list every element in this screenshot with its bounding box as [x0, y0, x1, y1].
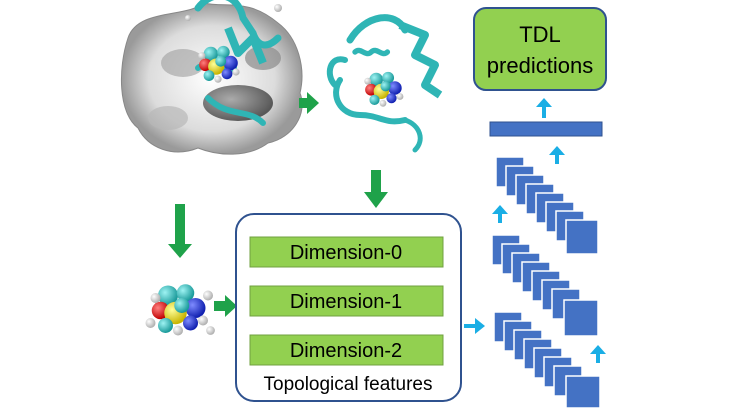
neural-network-icon: [489, 121, 603, 409]
dimension-0-box: [249, 236, 444, 268]
dimension-1-box: [249, 285, 444, 317]
arrow-middle-stack-to-top: [492, 205, 508, 223]
arrow-top-stack-to-fc: [549, 146, 565, 164]
arrow-complex-to-ribbon: [299, 92, 319, 114]
conv-stack-bottom: [493, 311, 601, 409]
dimension-0-label: Dimension-0: [290, 242, 402, 264]
protein-complex-icon: [121, 0, 303, 155]
fully-connected-layer: [489, 121, 603, 137]
arrow-fc-to-predictions: [536, 98, 552, 118]
arrow-ligand-to-features: [214, 295, 237, 317]
dimension-2-label: Dimension-2: [290, 340, 402, 362]
tdl-subtitle: predictions: [487, 53, 593, 78]
arrow-ribbon-to-features: [364, 170, 388, 208]
ligand-icon: [145, 284, 215, 336]
conv-stack-top: [495, 156, 599, 255]
dimension-2-box: [249, 334, 444, 366]
dimension-1-label: Dimension-1: [290, 291, 402, 313]
tdl-title: TDL: [519, 22, 561, 47]
tdl-predictions-box: [473, 7, 607, 91]
protein-ribbon-icon: [326, 14, 443, 153]
arrow-bottom-stack-to-middle: [590, 345, 606, 363]
arrow-features-to-network: [464, 318, 485, 334]
conv-stack-middle: [491, 234, 599, 337]
arrow-complex-to-ligand: [168, 204, 192, 258]
topological-features-caption: Topological features: [264, 374, 433, 395]
